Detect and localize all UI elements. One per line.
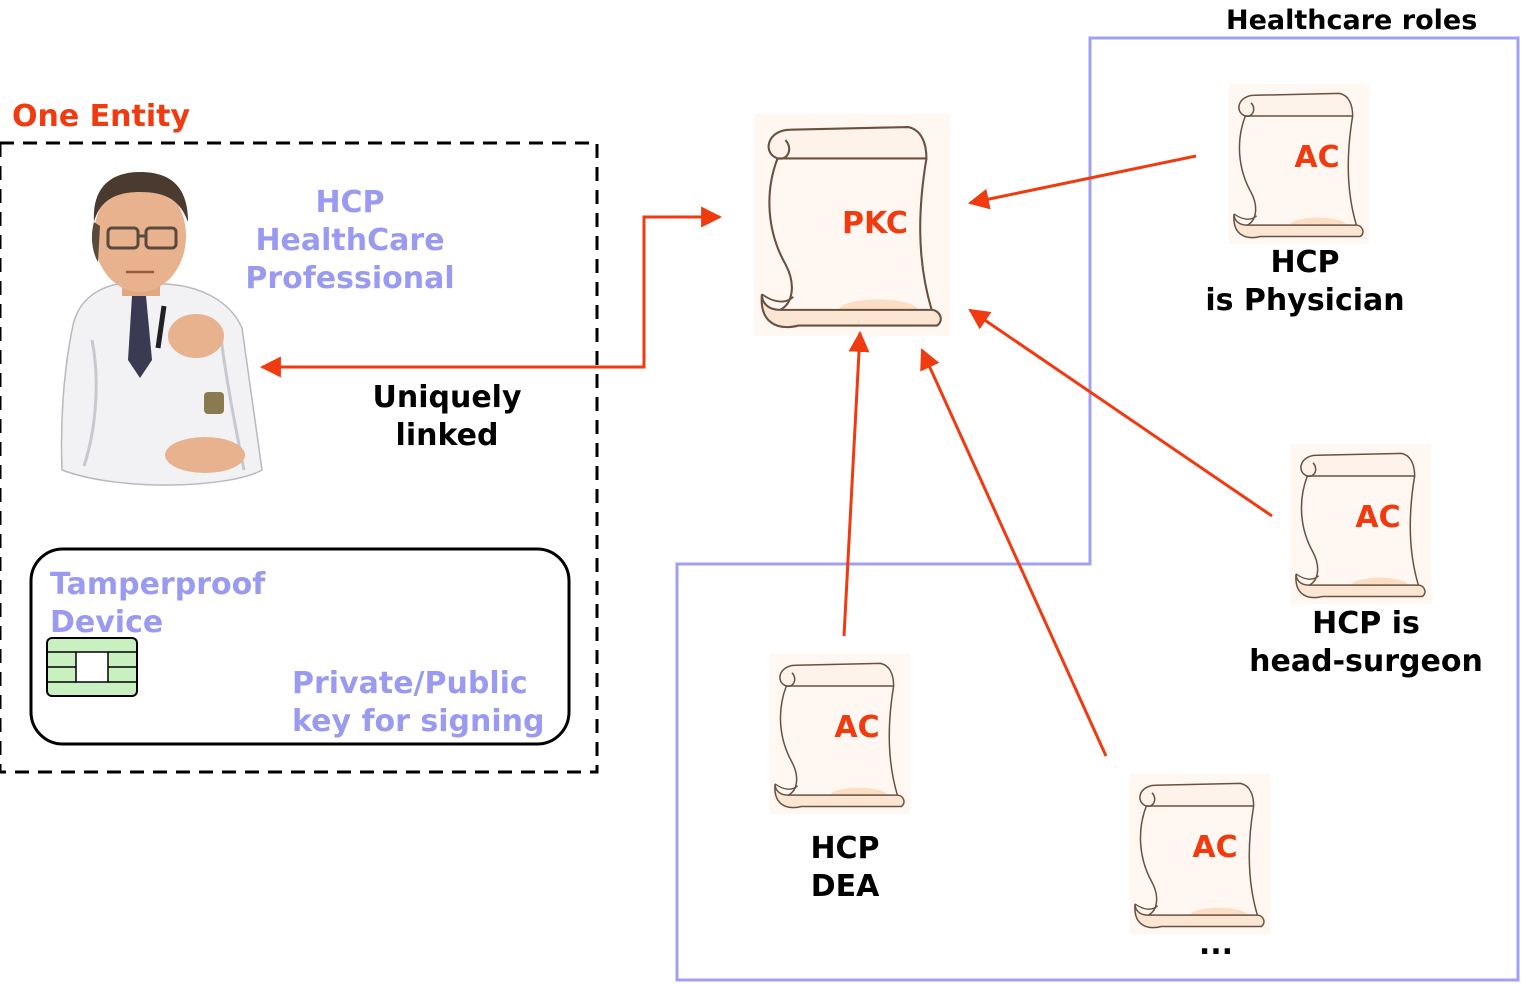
doctor-portrait-icon: [60, 172, 263, 486]
arrow-other-to-pkc: [920, 348, 1108, 757]
hcp-label: HCP HealthCare Professional: [245, 185, 455, 296]
ac-other-label: AC: [1192, 830, 1238, 865]
ac-surgeon-label: AC: [1355, 500, 1401, 535]
arrow-dea-to-pkc: [842, 330, 870, 637]
ac-physician-label: AC: [1294, 140, 1340, 175]
device-box: [29, 547, 571, 746]
entity-title: One Entity: [12, 99, 191, 134]
ac-dea-label: AC: [834, 710, 880, 745]
caption-physician: HCP is Physician: [1205, 245, 1405, 318]
arrow-surgeon-to-pkc: [968, 308, 1273, 518]
pkc-label: PKC: [842, 206, 908, 241]
entity-box: [0, 141, 599, 774]
uniquely-linked-arrow: [259, 206, 723, 378]
uniquely-linked-label: Uniquely linked: [372, 380, 522, 453]
caption-dea: HCP DEA: [810, 831, 880, 904]
arrow-physician-to-pkc: [967, 154, 1197, 210]
smartcard-chip-icon: [46, 637, 138, 697]
roles-title: Healthcare roles: [1226, 5, 1478, 36]
key-label: Private/Public key for signing: [292, 666, 545, 739]
device-label: Tamperproof Device: [50, 567, 266, 640]
roles-region-outline: [675, 36, 1520, 982]
caption-other: ...: [1198, 927, 1234, 962]
caption-surgeon: HCP is head-surgeon: [1249, 606, 1483, 679]
